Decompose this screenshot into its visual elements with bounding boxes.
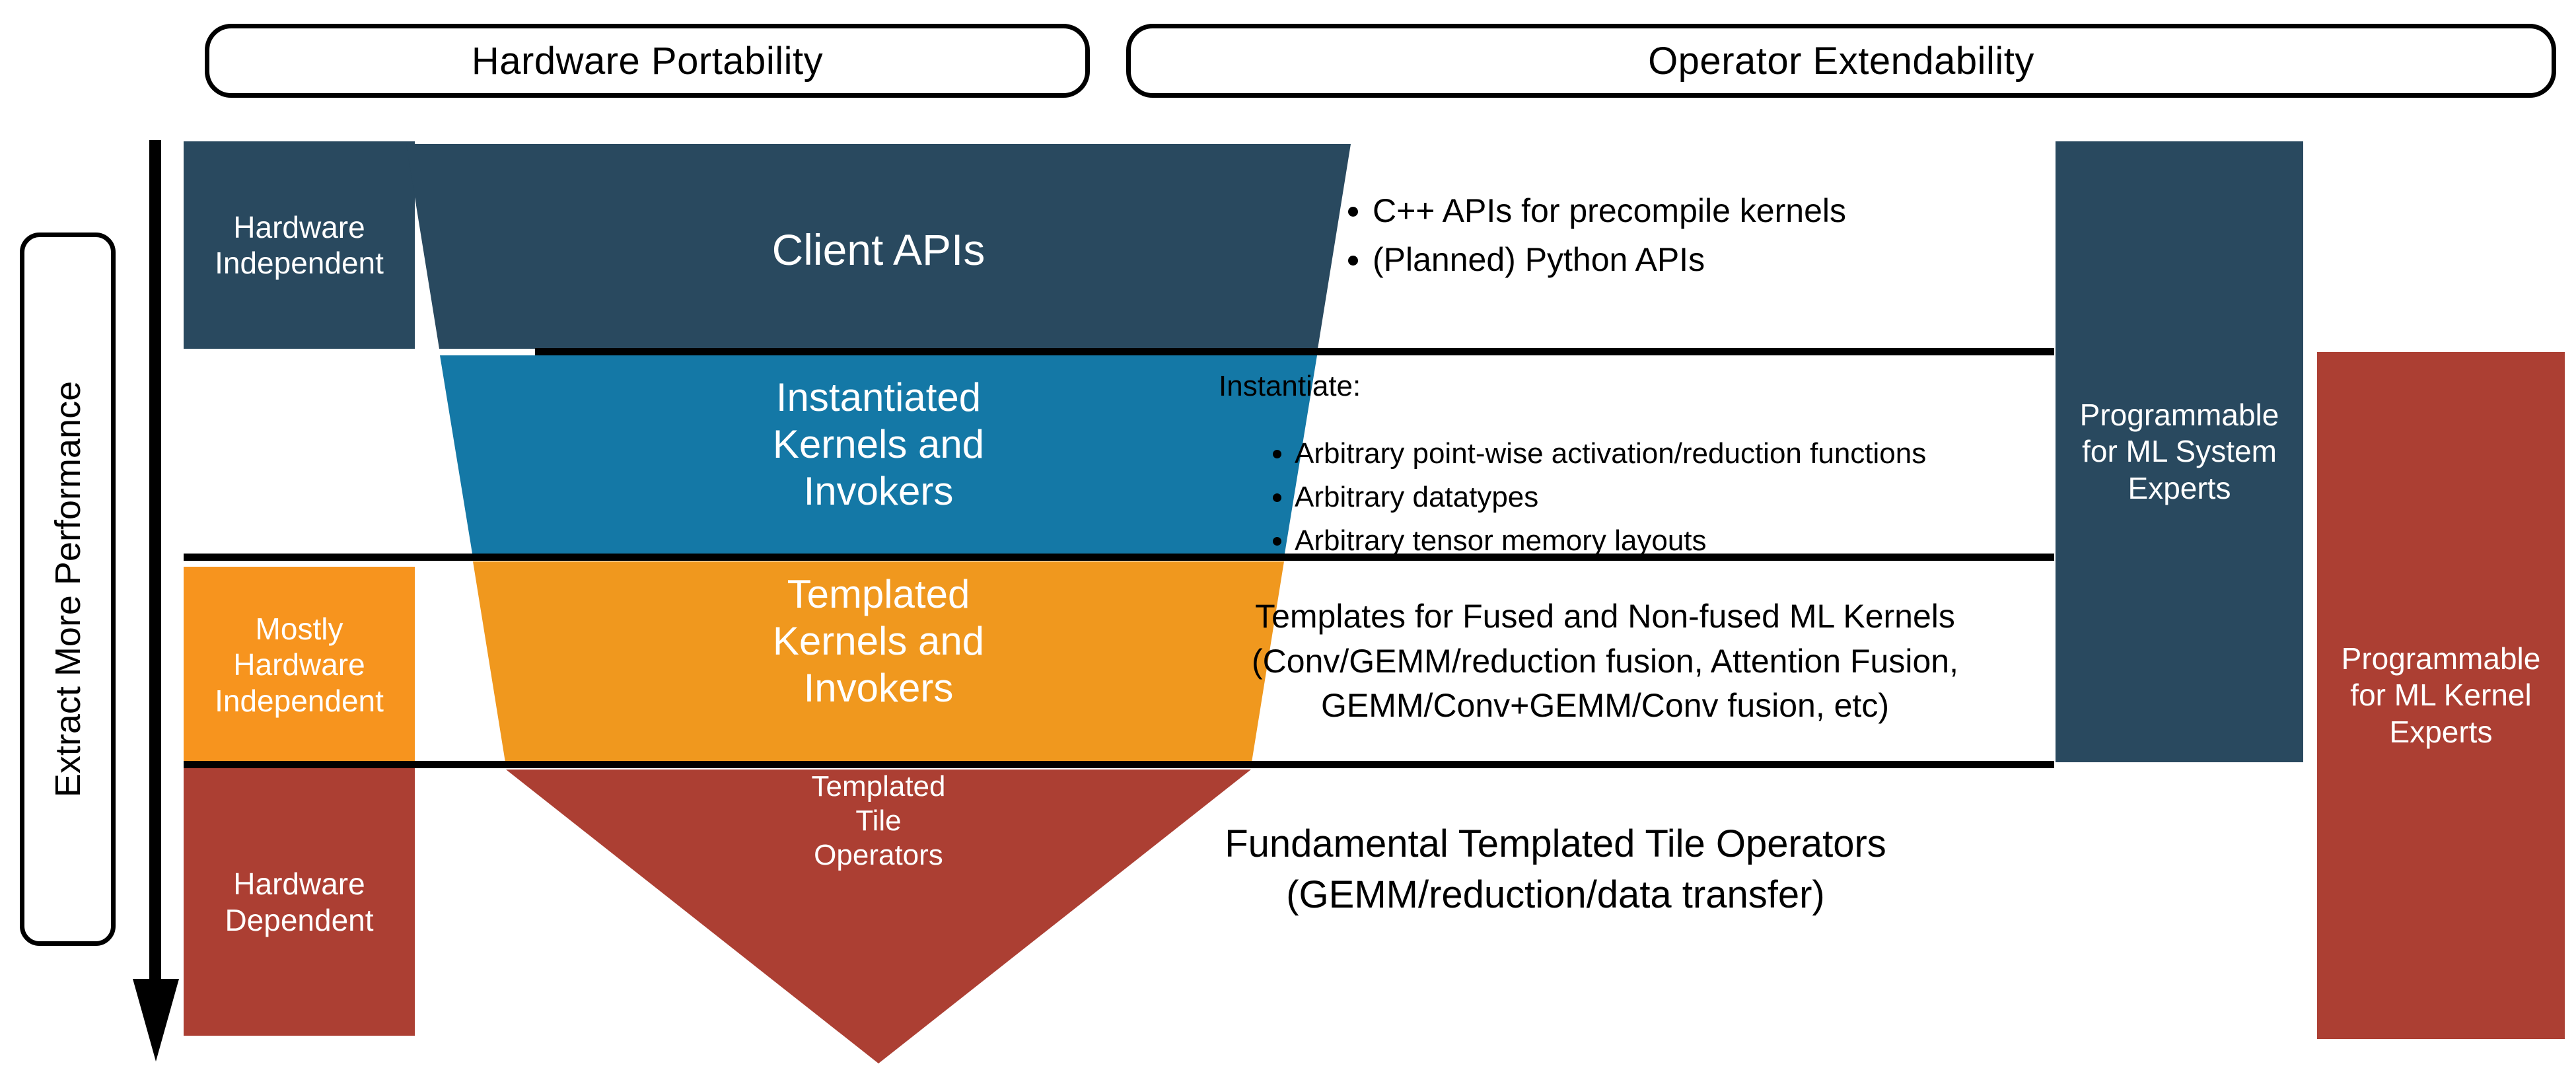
funnel-label-templated-kernels-line3: Invokers	[803, 665, 954, 710]
audience-ml-kernel-experts: Programmable for ML Kernel Experts	[2317, 352, 2565, 1039]
audience-ml-kernel-experts-line3: Experts	[2389, 714, 2493, 749]
instantiate-bullet-list: Arbitrary point-wise activation/reductio…	[1219, 437, 2054, 557]
divider-rule-1	[535, 348, 2054, 355]
header-operator-extendability-label: Operator Extendability	[1648, 39, 2034, 83]
divider-rule-3	[184, 761, 2054, 768]
funnel-label-templated-tile-operators-line3: Operators	[814, 838, 943, 871]
stage-hardware-dependent-line2: Dependent	[225, 902, 374, 937]
description-instantiate: Instantiate: Arbitrary point-wise activa…	[1219, 370, 2054, 568]
templates-line-3: GEMM/Conv+GEMM/Conv fusion, etc)	[1321, 687, 1889, 724]
fundamental-line-2: (GEMM/reduction/data transfer)	[1286, 873, 1825, 916]
stage-hardware-dependent-line1: Hardware	[233, 867, 365, 902]
list-item: Arbitrary datatypes	[1295, 481, 2054, 514]
list-item: Arbitrary point-wise activation/reductio…	[1295, 437, 2054, 470]
list-item: Arbitrary tensor memory layouts	[1295, 524, 2054, 557]
stage-mostly-hardware-independent: Mostly Hardware Independent	[184, 567, 415, 763]
funnel-label-instantiated-kernels-line2: Kernels and	[772, 421, 985, 466]
stage-mostly-hardware-independent-line3: Independent	[215, 683, 384, 718]
funnel-label-client-apis-line1: Client APIs	[771, 225, 985, 274]
header-operator-extendability: Operator Extendability	[1126, 24, 2556, 98]
audience-ml-kernel-experts-text: Programmable for ML Kernel Experts	[2342, 641, 2541, 750]
audience-ml-system-experts-line2: for ML System	[2082, 434, 2277, 469]
stage-hardware-dependent: Hardware Dependent	[184, 768, 415, 1036]
stage-hardware-independent-line1: Hardware	[233, 209, 365, 244]
funnel-label-templated-kernels-line2: Kernels and	[772, 618, 985, 663]
funnel-label-client-apis: Client APIs	[396, 225, 1361, 275]
down-arrow-icon	[133, 140, 179, 1061]
performance-axis-box: Extract More Performance	[20, 233, 116, 946]
audience-ml-kernel-experts-line1: Programmable	[2341, 641, 2541, 676]
description-fundamental-tile-operators: Fundamental Templated Tile Operators (GE…	[1096, 819, 2015, 920]
stage-mostly-hardware-independent-line2: Hardware	[233, 647, 365, 682]
funnel-label-instantiated-kernels-line3: Invokers	[803, 468, 954, 513]
list-item: (Planned) Python APIs	[1373, 240, 2048, 279]
header-hardware-portability: Hardware Portability	[205, 24, 1090, 98]
audience-ml-system-experts: Programmable for ML System Experts	[2056, 141, 2303, 762]
client-apis-bullet-list: C++ APIs for precompile kernels (Planned…	[1334, 192, 2048, 279]
audience-ml-system-experts-line3: Experts	[2128, 470, 2231, 505]
fundamental-line-1: Fundamental Templated Tile Operators	[1225, 822, 1886, 865]
description-client-apis: C++ APIs for precompile kernels (Planned…	[1334, 192, 2048, 289]
performance-axis-label: Extract More Performance	[48, 380, 88, 798]
stage-hardware-independent-line2: Independent	[215, 246, 384, 280]
list-item: C++ APIs for precompile kernels	[1373, 192, 2048, 230]
instantiate-lead-label: Instantiate:	[1219, 370, 1361, 402]
funnel-layer-templated-kernels	[473, 561, 1284, 762]
header-hardware-portability-label: Hardware Portability	[471, 39, 824, 83]
funnel-graphic	[406, 144, 1351, 1063]
templates-line-2: (Conv/GEMM/reduction fusion, Attention F…	[1252, 642, 1958, 680]
templates-line-1: Templates for Fused and Non-fused ML Ker…	[1255, 598, 1955, 635]
funnel-layer-instantiated-kernels	[440, 355, 1317, 554]
funnel-layer-client-apis	[406, 144, 1351, 349]
funnel-layer-templated-tile-operators	[506, 770, 1251, 1063]
stage-mostly-hardware-independent-line1: Mostly	[255, 612, 343, 647]
funnel-label-instantiated-kernels: Instantiated Kernels and Invokers	[396, 375, 1361, 515]
funnel-label-templated-kernels-line1: Templated	[787, 572, 970, 616]
funnel-label-instantiated-kernels-line1: Instantiated	[775, 375, 982, 419]
audience-ml-system-experts-line1: Programmable	[2079, 398, 2279, 433]
funnel-label-templated-tile-operators: Templated Tile Operators	[687, 770, 1070, 873]
funnel-label-templated-tile-operators-line2: Tile	[855, 804, 902, 837]
stage-hardware-independent: Hardware Independent	[184, 141, 415, 349]
divider-rule-2	[184, 554, 2054, 561]
audience-ml-kernel-experts-line2: for ML Kernel	[2350, 678, 2532, 713]
audience-ml-system-experts-text: Programmable for ML System Experts	[2080, 397, 2279, 507]
funnel-label-templated-kernels: Templated Kernels and Invokers	[396, 571, 1361, 711]
description-templates: Templates for Fused and Non-fused ML Ker…	[1163, 594, 2048, 729]
funnel-label-templated-tile-operators-line1: Templated	[811, 770, 946, 803]
